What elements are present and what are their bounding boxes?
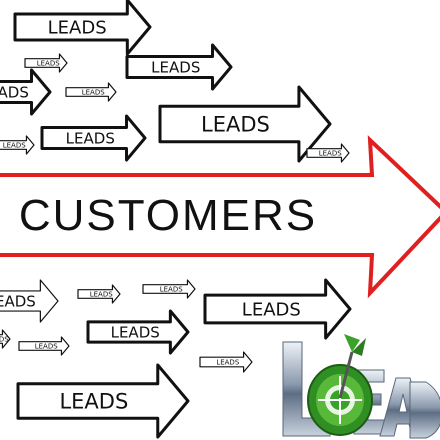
lead-arrow-outline (16, 363, 190, 439)
customers-label: CUSTOMERS (19, 191, 317, 240)
lead-arrow-outline (86, 309, 190, 355)
lead-arrow: LEADS (65, 82, 117, 102)
lead-arrow-outline (13, 0, 152, 56)
lead-arrow-label: LEADS (90, 291, 114, 299)
lead-arrow-label: LEADS (0, 292, 36, 310)
lead-arrows-layer: LEADS LEADS LEADS LEADS LEADS LEADS LEADS LEADS… (0, 0, 352, 439)
lead-arrow-outline (0, 68, 52, 116)
lead-arrow-outline (306, 143, 350, 163)
dart-target-icon (307, 334, 373, 436)
lead-arrow-outline (125, 43, 233, 91)
lead-arrow: LEADS (40, 114, 147, 162)
lead-arrow: LEADS (199, 351, 253, 373)
lead-arrow-outline (77, 284, 121, 304)
lead-arrow-label: LEADS (216, 359, 240, 367)
lead-arrow-label: LEADS (3, 142, 27, 150)
lead-arrow-outline (0, 135, 35, 155)
lead-arrow-label: LEADS (37, 60, 61, 68)
lead-arrow-label: LEADS (242, 299, 301, 320)
lead-arrow: LEADS (24, 53, 68, 73)
lead-arrow: LEADS (18, 336, 70, 356)
lead-logo (282, 334, 440, 439)
lead-arrow: LEADS (16, 363, 190, 439)
lead-arrow-label: LEADS (111, 323, 160, 341)
lead-arrow: LEADS (142, 279, 196, 299)
lead-arrow: LEADS (158, 85, 332, 163)
lead-arrow: LEADS (0, 329, 11, 349)
logo-letter-d (409, 381, 440, 439)
lead-arrow-label: LEADS (201, 113, 270, 137)
lead-arrow-outline (40, 114, 147, 162)
lead-arrow-label: LEADS (0, 83, 29, 101)
lead-arrow-outline (203, 278, 352, 340)
lead-arrow-label: LEADS (0, 336, 9, 344)
lead-arrow-outline (0, 329, 11, 349)
lead-arrow-label: LEADS (48, 17, 107, 38)
lead-arrow: LEADS (203, 278, 352, 340)
lead-arrow-outline (199, 351, 253, 373)
lead-arrow: LEADS (77, 284, 121, 304)
customers-arrow: CUSTOMERS (0, 135, 440, 299)
lead-arrow-label: LEADS (35, 343, 59, 351)
lead-arrow: LEADS (0, 135, 35, 155)
lead-arrow: LEADS (86, 309, 190, 355)
lead-arrow-outline (24, 53, 68, 73)
lead-arrow: LEADS (125, 43, 233, 91)
lead-arrow-label: LEADS (59, 390, 128, 414)
lead-arrow-outline (18, 336, 70, 356)
lead-arrow-outline (158, 85, 332, 163)
lead-arrow-label: LEADS (82, 89, 106, 97)
lead-arrow: LEADS (13, 0, 152, 56)
lead-arrow-label: LEADS (66, 129, 115, 147)
lead-arrow-outline (142, 279, 196, 299)
lead-arrow-label: LEADS (151, 58, 200, 76)
lead-arrow: LEADS (0, 68, 52, 116)
lead-arrow: LEADS (0, 279, 59, 323)
lead-arrow-label: LEADS (160, 286, 184, 294)
lead-arrow-outline (0, 279, 59, 323)
lead-arrow-outline (65, 82, 117, 102)
lead-arrow-label: LEADS (319, 150, 343, 158)
lead-arrow: LEADS (306, 143, 350, 163)
customers-arrow-outline (0, 135, 440, 299)
